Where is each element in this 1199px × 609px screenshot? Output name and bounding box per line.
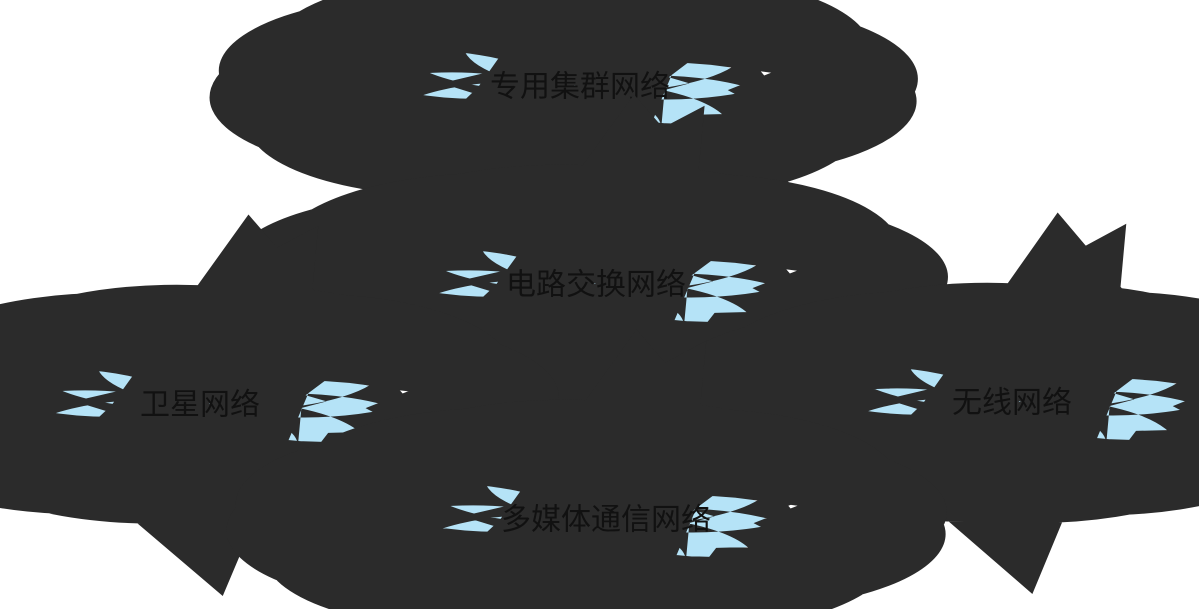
- nodes-layer: 专用集群网络 电路交换网络 卫星网络 无线网络 多媒体通信网络: [16, 29, 1187, 578]
- cloud-label-satellite: 卫星网络: [140, 388, 260, 423]
- cloud-multimedia-communication-network: 多媒体通信网络: [404, 462, 768, 578]
- cloud-satellite-network: 卫星网络: [16, 347, 380, 463]
- cloud-label-multimedia: 多媒体通信网络: [501, 503, 711, 538]
- cloud-label-wireless: 无线网络: [952, 386, 1072, 421]
- cloud-label-dedicated-cluster: 专用集群网络: [490, 70, 670, 105]
- cloud-circuit-switching-network: 电路交换网络: [399, 227, 768, 343]
- cloud-dedicated-cluster-network: 专用集群网络: [385, 29, 743, 145]
- cloud-label-circuit-switching: 电路交换网络: [506, 268, 686, 303]
- cloud-wireless-network: 无线网络: [830, 345, 1188, 461]
